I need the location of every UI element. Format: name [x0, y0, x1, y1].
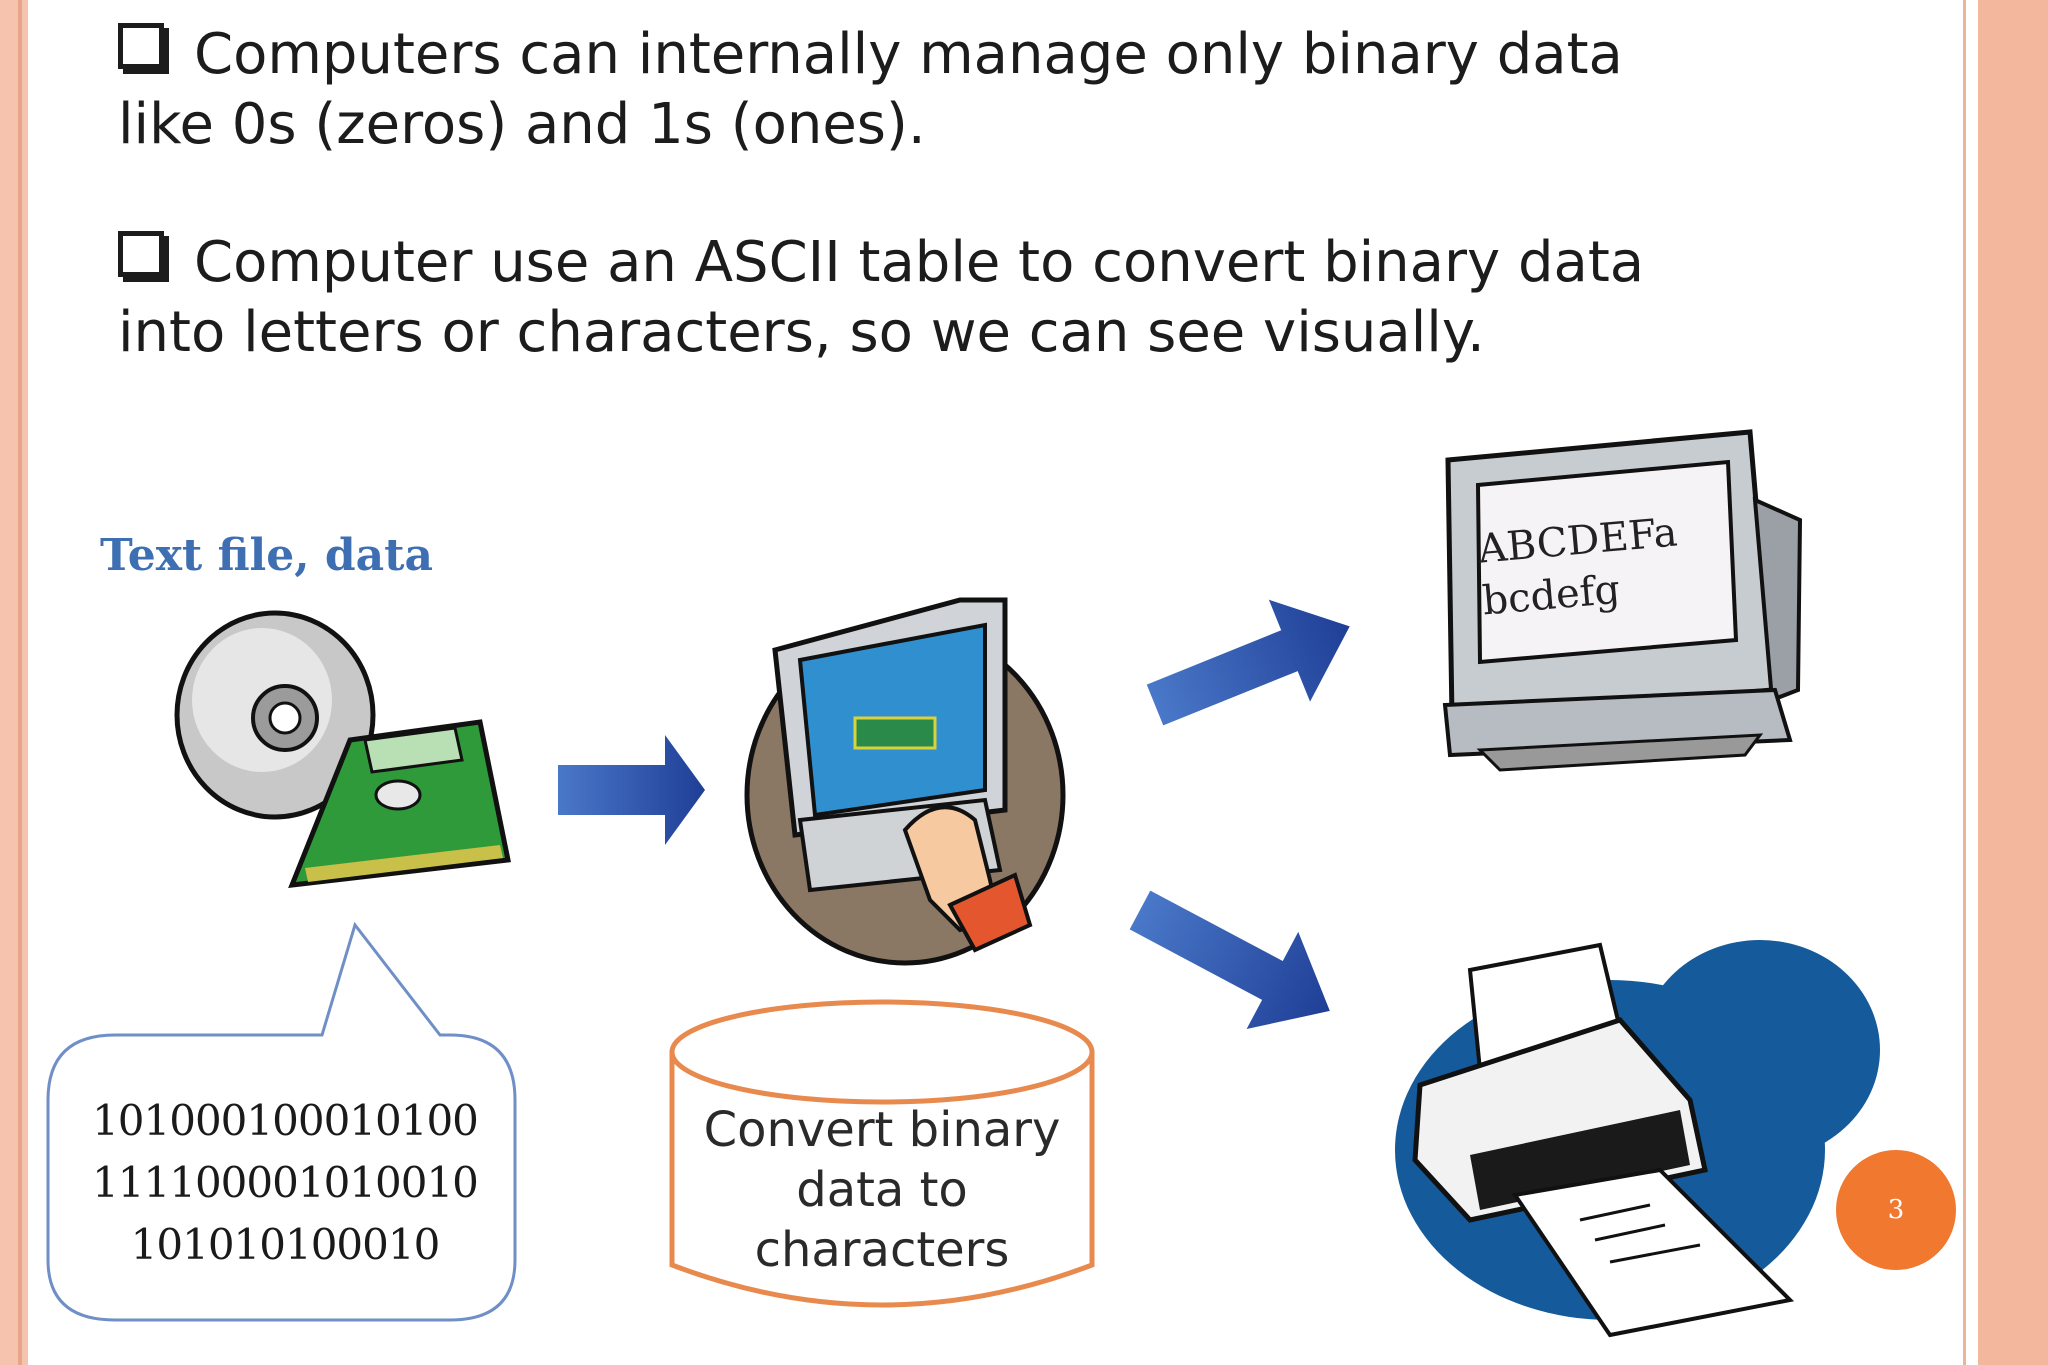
binary-callout-bubble — [46, 921, 517, 1322]
bullet-1-line-2: like 0s (zeros) and 1s (ones). — [118, 92, 926, 157]
bullet-2: Computer use an ASCII table to convert b… — [118, 228, 1718, 368]
left-border-line — [18, 0, 22, 1365]
bullet-1-line-1: Computers can internally manage only bin… — [194, 22, 1623, 87]
computer-user-icon — [744, 597, 1066, 966]
arrow-to-printer — [1129, 890, 1330, 1029]
bullet-2-line-2: into letters or characters, so we can se… — [118, 300, 1485, 365]
converter-text: Convert binary data to characters — [672, 1100, 1092, 1280]
binary-line: 111100001010010 — [92, 1158, 479, 1207]
left-border — [0, 0, 28, 1365]
floppy-disk-icon — [288, 719, 511, 888]
binary-data-text: 101000100010100 111100001010010 10101010… — [70, 1090, 500, 1276]
arrow-to-computer — [558, 735, 705, 845]
page-number-badge: 3 — [1836, 1150, 1956, 1270]
checkbox-bullet-icon — [118, 231, 164, 277]
cd-icon — [174, 610, 376, 820]
monitor-screen-text: ABCDEFa bcdefg — [1476, 506, 1684, 627]
bullet-2-line-1: Computer use an ASCII table to convert b… — [194, 230, 1645, 295]
converter-line: characters — [754, 1222, 1010, 1278]
converter-database-icon — [669, 999, 1095, 1308]
checkbox-bullet-icon — [118, 23, 164, 69]
bullet-1: Computers can internally manage only bin… — [118, 20, 1718, 160]
source-caption: Text file, data — [100, 530, 434, 581]
converter-line: Convert binary — [703, 1102, 1061, 1158]
converter-line: data to — [796, 1162, 968, 1218]
right-border — [1978, 0, 2048, 1365]
monitor-icon — [1442, 429, 1803, 772]
printer-icon — [1395, 940, 1880, 1338]
binary-line: 101010100010 — [130, 1220, 441, 1269]
right-border-line — [1963, 0, 1966, 1365]
arrow-to-monitor — [1146, 599, 1350, 726]
binary-line: 101000100010100 — [92, 1096, 479, 1145]
